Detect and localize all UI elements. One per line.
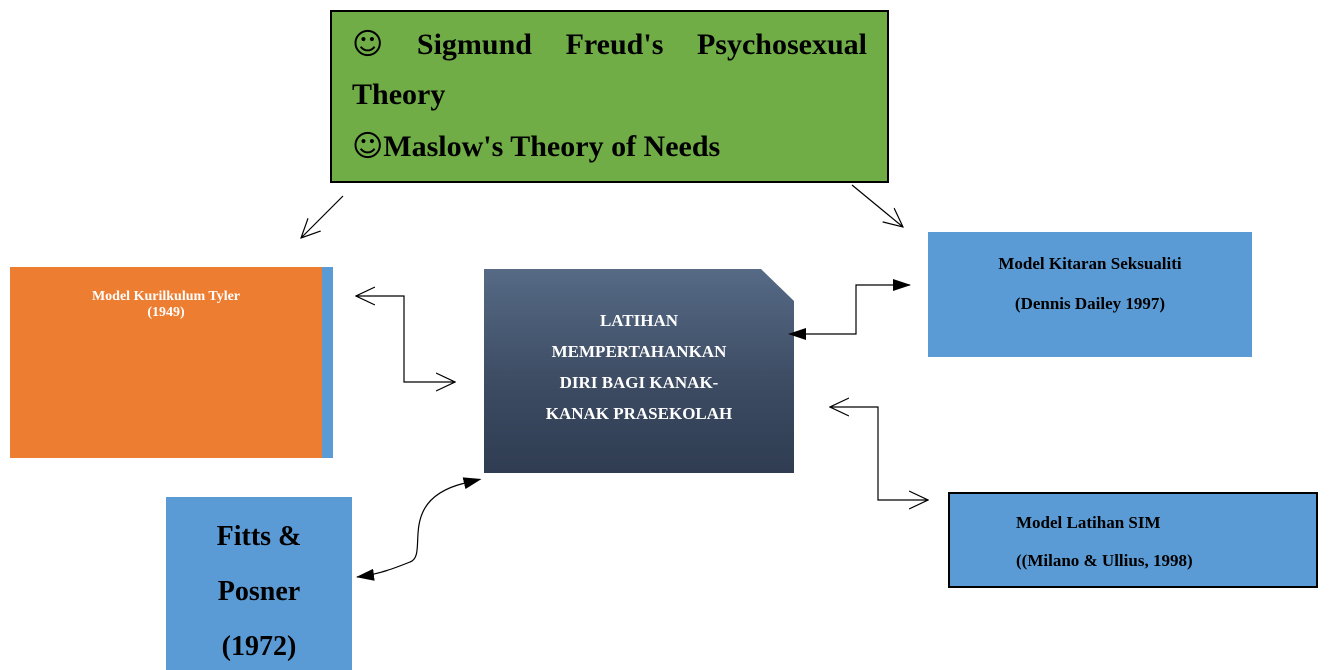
center-line-1: LATIHAN (599, 311, 679, 330)
tyler-year: (1949) (147, 305, 185, 320)
arrow-tyler-center (356, 296, 455, 382)
fitts-posner-box: Fitts & Posner (1972) (166, 497, 352, 670)
sim-author: ((Milano & Ullius, 1998) (1016, 551, 1193, 570)
smiley-icon: ☺ (352, 129, 384, 164)
arrow-center-fitts (356, 477, 482, 581)
center-line-3: DIRI BAGI KANAK- (559, 373, 719, 392)
fitts-line-2: Posner (217, 576, 301, 607)
tyler-model-box: Model Kurilkulum Tyler (1949) (10, 267, 333, 458)
tyler-title: Model Kurilkulum Tyler (91, 289, 241, 304)
dailey-model-box: Model Kitaran Seksualiti (Dennis Dailey … (928, 232, 1252, 357)
fitts-line-3: (1972) (221, 631, 297, 662)
theory-line-freud: ☺ Sigmund Freud's Psychosexual (352, 22, 867, 68)
center-line-4: KANAK PRASEKOLAH (545, 404, 733, 423)
center-training-box: LATIHAN MEMPERTAHANKAN DIRI BAGI KANAK- … (484, 269, 794, 473)
theory-word-1: Sigmund (416, 28, 532, 61)
sim-model-box: Model Latihan SIM ((Milano & Ullius, 199… (948, 492, 1318, 588)
theory-line-theory: Theory (352, 78, 446, 111)
arrow-theory-to-dailey (851, 184, 903, 227)
theory-word-2: Freud's (565, 28, 664, 61)
sim-title: Model Latihan SIM (1016, 513, 1161, 532)
theory-box: ☺ Sigmund Freud's Psychosexual Theory ☺M… (330, 10, 889, 183)
theory-word-3: Psychosexual (696, 28, 867, 61)
smiley-icon: ☺ (352, 27, 384, 62)
dailey-title: Model Kitaran Seksualiti (998, 254, 1182, 273)
theory-line-maslow: ☺Maslow's Theory of Needs (352, 122, 867, 172)
arrow-center-sim (830, 407, 928, 500)
maslow-label: Maslow's Theory of Needs (383, 130, 721, 163)
arrow-theory-to-tyler (301, 195, 344, 238)
center-line-2: MEMPERTAHANKAN (551, 342, 727, 361)
fitts-line-1: Fitts & (216, 521, 302, 552)
dailey-author: (Dennis Dailey 1997) (1014, 294, 1166, 313)
arrow-center-dailey (788, 279, 911, 340)
